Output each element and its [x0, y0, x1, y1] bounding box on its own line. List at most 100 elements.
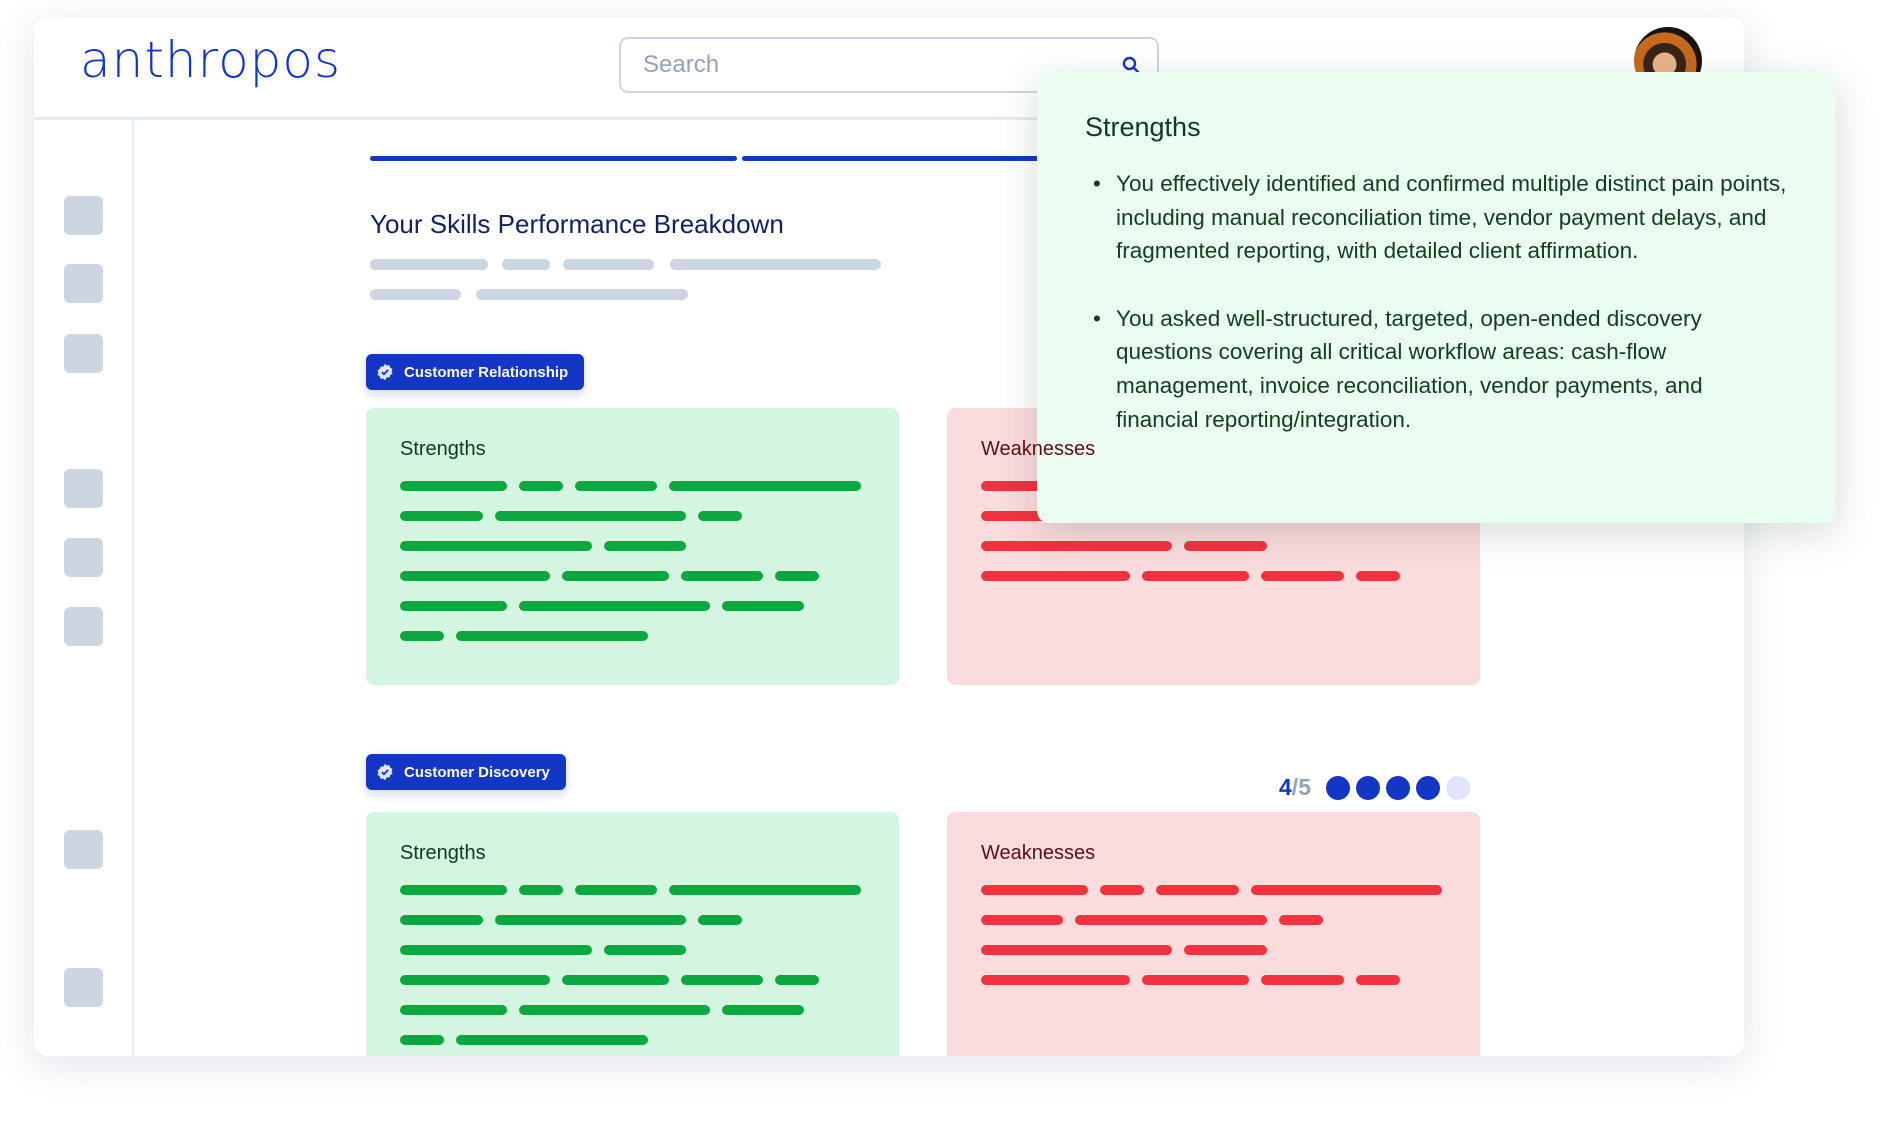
strength-item: You asked well-structured, targeted, ope… [1085, 302, 1788, 436]
text-placeholder [476, 289, 688, 300]
text-placeholder-bar [400, 885, 507, 895]
sidebar-item[interactable] [64, 334, 103, 373]
text-placeholder-bar [669, 481, 861, 491]
sidebar-item[interactable] [64, 607, 103, 646]
text-placeholder-bar [1356, 571, 1400, 581]
text-placeholder-bar [400, 601, 507, 611]
text-placeholder-bar [495, 915, 686, 925]
text-placeholder-bar [562, 975, 669, 985]
text-placeholder-bar [562, 571, 669, 581]
text-placeholder-bar [575, 885, 657, 895]
text-placeholder-bar [775, 571, 819, 581]
text-placeholder [502, 259, 550, 270]
text-placeholder-row [400, 945, 865, 975]
text-placeholder-bar [1279, 915, 1323, 925]
sidebar [34, 120, 134, 1056]
text-placeholder-bar [604, 541, 686, 551]
card-title: Weaknesses [981, 438, 1096, 460]
badge-label: Customer Relationship [404, 363, 569, 381]
score-dot-empty [1445, 775, 1470, 800]
text-placeholder-row [400, 601, 865, 631]
text-placeholder-row [400, 571, 865, 601]
sidebar-item[interactable] [64, 469, 103, 508]
header: anthropos [34, 17, 1744, 120]
text-placeholder-bar [400, 481, 507, 491]
text-placeholder-row [981, 975, 1446, 1005]
strengths-card[interactable]: Strengths [366, 408, 899, 685]
text-placeholder-row [400, 631, 865, 661]
text-placeholder-row [981, 945, 1446, 975]
text-placeholder-bar [456, 1035, 648, 1045]
text-placeholder-row [400, 885, 865, 915]
logo[interactable]: anthropos [80, 31, 342, 89]
text-placeholder-bar [400, 1005, 507, 1015]
text-placeholder-bar [981, 915, 1063, 925]
text-placeholder-row [981, 915, 1446, 945]
verified-badge-icon [377, 763, 393, 781]
strengths-detail-popover: Strengths You effectively identified and… [1037, 72, 1836, 523]
text-placeholder-bar [775, 975, 819, 985]
skill-badge: Customer Discovery [366, 754, 566, 790]
text-placeholder-bar [400, 631, 444, 641]
text-placeholder-row [400, 975, 865, 1005]
sidebar-item[interactable] [64, 538, 103, 577]
text-placeholder-row [400, 1035, 865, 1056]
text-placeholder-bar [456, 631, 648, 641]
text-placeholder [370, 259, 488, 270]
text-placeholder-bar [981, 481, 1088, 491]
sidebar-item[interactable] [64, 968, 103, 1007]
page-title: Your Skills Performance Breakdown [370, 209, 784, 239]
search-icon[interactable] [1121, 55, 1141, 75]
text-placeholder-bar [575, 481, 657, 491]
sidebar-item[interactable] [64, 830, 103, 869]
text-placeholder-bar [1100, 885, 1144, 895]
skill-score: 4/5 [1279, 774, 1470, 801]
text-placeholder-bar [981, 945, 1172, 955]
sidebar-item[interactable] [64, 196, 103, 235]
text-placeholder-bar [495, 511, 686, 521]
text-placeholder-bar [519, 481, 563, 491]
text-placeholder-row [400, 511, 865, 541]
text-placeholder-bar [519, 601, 710, 611]
weaknesses-card[interactable]: Weaknesses [947, 812, 1480, 1056]
text-placeholder-bar [400, 945, 592, 955]
progress-segment [742, 156, 1142, 161]
strength-item: You effectively identified and confirmed… [1085, 167, 1788, 268]
text-placeholder-bar [400, 541, 592, 551]
skill-badge: Customer Relationship [366, 354, 585, 390]
text-placeholder-bar [604, 945, 686, 955]
text-placeholder-bar [400, 511, 483, 521]
text-placeholder-bar [400, 1035, 444, 1045]
score-dots [1325, 775, 1470, 800]
score-text: 4/5 [1279, 774, 1311, 801]
strengths-card[interactable]: Strengths [366, 812, 899, 1056]
score-value: 4 [1279, 774, 1292, 800]
text-placeholder-row [981, 541, 1446, 571]
text-placeholder-bar [698, 511, 742, 521]
text-placeholder-bar [400, 975, 550, 985]
text-placeholder-bar [722, 1005, 804, 1015]
verified-badge-icon [377, 363, 393, 381]
search-box[interactable] [619, 37, 1159, 93]
text-placeholder-bar [1261, 975, 1344, 985]
text-placeholder-bar [1184, 945, 1267, 955]
text-placeholder-bar [400, 915, 483, 925]
text-placeholder-bar [1184, 541, 1267, 551]
text-placeholder-bar [669, 885, 861, 895]
text-placeholder [670, 259, 881, 270]
text-placeholder-bar [698, 915, 742, 925]
text-placeholder-row [981, 885, 1446, 915]
score-dot-filled [1415, 775, 1440, 800]
text-placeholder [563, 259, 654, 270]
card-title: Strengths [400, 438, 486, 460]
text-placeholder-row [400, 915, 865, 945]
text-placeholder-row [981, 571, 1446, 601]
sidebar-item[interactable] [64, 264, 103, 303]
text-placeholder-bar [1075, 915, 1267, 925]
text-placeholder-bar [1261, 571, 1344, 581]
text-placeholder-row [400, 481, 865, 511]
text-placeholder-bar [1356, 975, 1400, 985]
text-placeholder-bar [981, 511, 1063, 521]
search-input[interactable] [643, 51, 1103, 79]
score-dot-filled [1325, 775, 1350, 800]
